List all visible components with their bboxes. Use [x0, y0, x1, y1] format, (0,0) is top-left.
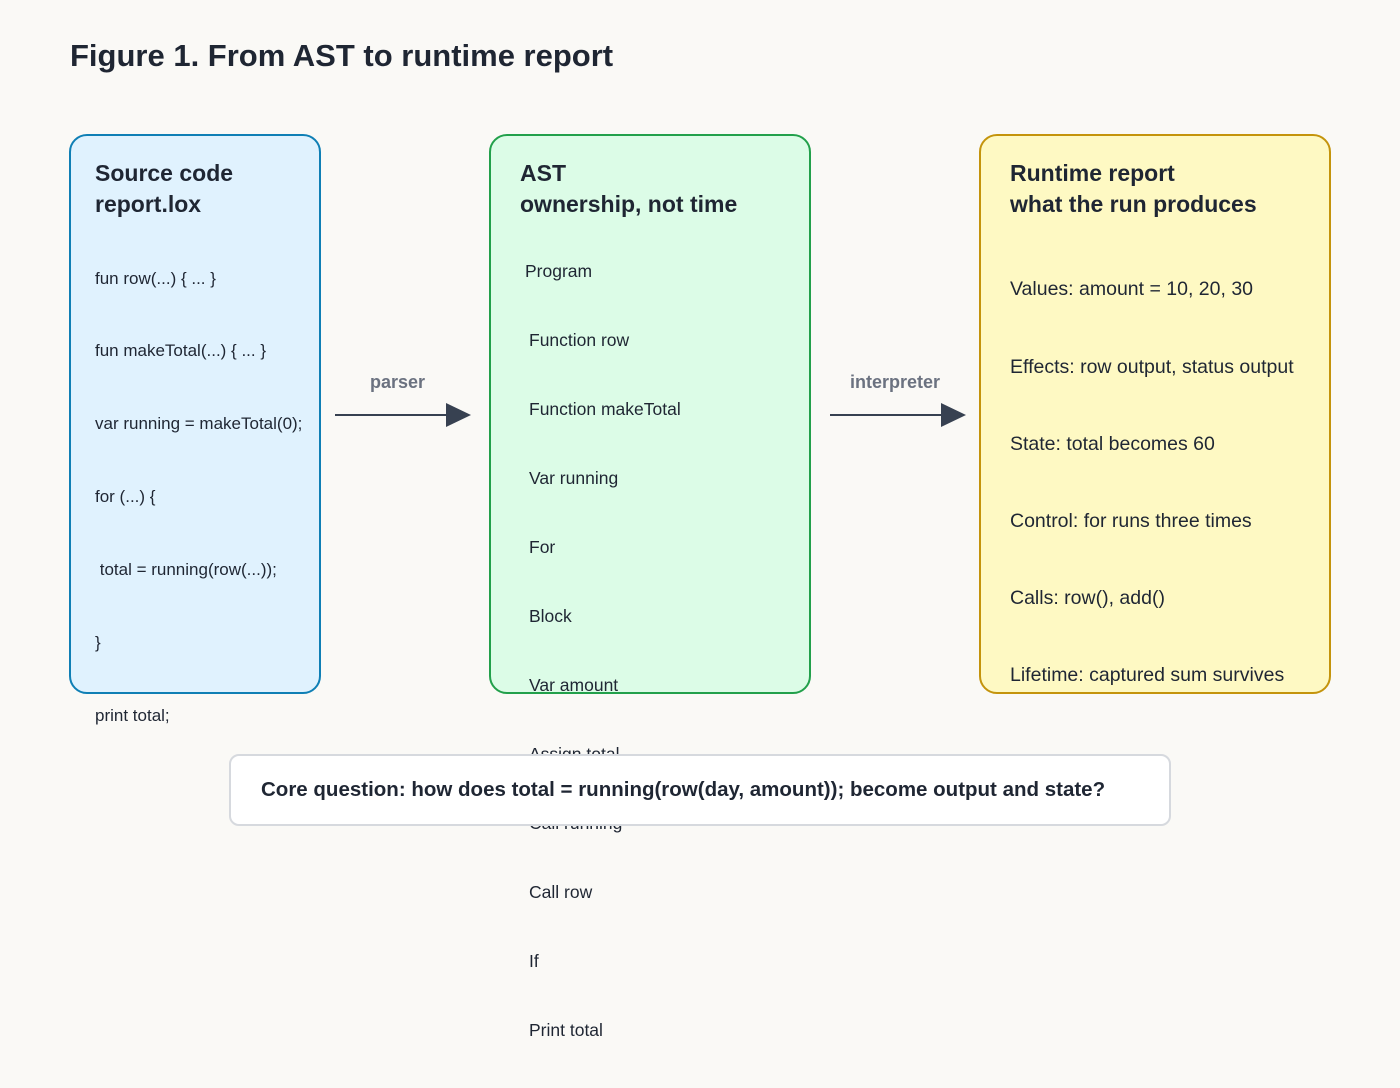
ast-node: For	[529, 537, 556, 557]
core-question-box: Core question: how does total = running(…	[229, 754, 1171, 826]
source-line: fun makeTotal(...) { ... }	[95, 341, 267, 361]
runtime-panel-subheading: what the run produces	[1010, 191, 1257, 217]
ast-node: Function makeTotal	[529, 399, 681, 419]
source-line: fun row(...) { ... }	[95, 268, 216, 288]
source-line: print total;	[95, 705, 170, 725]
runtime-line: Lifetime: captured sum survives	[1010, 663, 1285, 686]
core-question-text: Core question: how does total = running(…	[261, 778, 1106, 801]
source-panel-heading: Source code	[95, 160, 234, 186]
ast-node: Var amount	[529, 675, 619, 695]
source-line: total = running(row(...));	[95, 560, 277, 580]
ast-node: Print total	[529, 1020, 603, 1040]
figure-title: Figure 1. From AST to runtime report	[70, 38, 614, 73]
runtime-report-lines: Values: amount = 10, 20, 30 Effects: row…	[1010, 226, 1329, 740]
ast-node: Var running	[529, 468, 619, 488]
ast-node: If	[529, 951, 539, 971]
ast-node: Block	[529, 606, 572, 626]
ast-panel: AST ownership, not time Program Function…	[489, 134, 811, 1040]
runtime-panel-heading: Runtime report	[1010, 160, 1175, 186]
source-line: }	[95, 633, 101, 653]
interpreter-arrow-icon	[830, 403, 966, 427]
interpreter-arrow-group: interpreter	[829, 372, 969, 432]
runtime-line: Calls: row(), add()	[1010, 586, 1165, 609]
source-line: var running = makeTotal(0);	[95, 414, 303, 434]
source-code-lines: fun row(...) { ... } fun makeTotal(...) …	[95, 218, 319, 777]
interpreter-arrow-label: interpreter	[850, 372, 941, 392]
ast-node: Program	[525, 261, 593, 281]
ast-node: Function row	[529, 330, 630, 350]
runtime-line: Control: for runs three times	[1010, 509, 1252, 532]
source-panel-filename: report.lox	[95, 191, 202, 217]
runtime-report-panel: Runtime report what the run produces Val…	[979, 134, 1331, 694]
source-line: for (...) {	[95, 487, 156, 507]
runtime-line: Values: amount = 10, 20, 30	[1010, 278, 1254, 301]
parser-arrow-group: parser	[334, 372, 474, 432]
parser-arrow-icon	[335, 403, 471, 427]
ast-panel-heading: AST	[520, 160, 566, 186]
ast-panel-subheading: ownership, not time	[520, 191, 738, 217]
runtime-line: State: total becomes 60	[1010, 432, 1215, 455]
ast-node-list: Program Function row Function makeTotal …	[520, 214, 809, 1088]
source-code-panel: Source code report.lox fun row(...) { ..…	[69, 134, 321, 725]
ast-node: Call row	[529, 882, 593, 902]
parser-arrow-label: parser	[370, 372, 426, 392]
runtime-line: Effects: row output, status output	[1010, 355, 1294, 378]
